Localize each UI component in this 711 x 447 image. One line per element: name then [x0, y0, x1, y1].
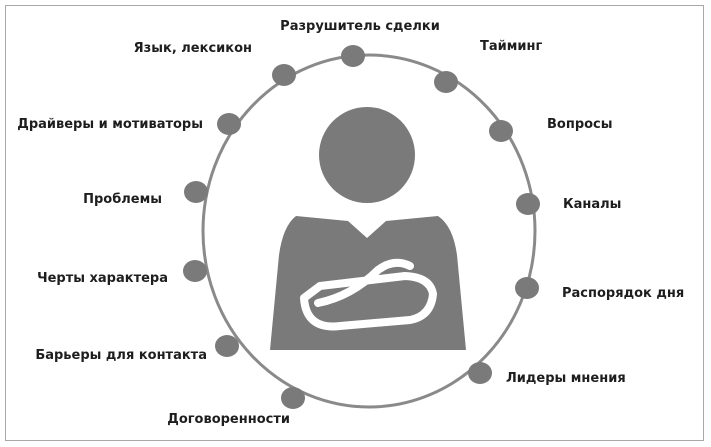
person-head: [319, 107, 415, 203]
node-label-language-lexicon: Язык, лексикон: [134, 41, 252, 56]
node-dot-drivers-motivators: [217, 113, 241, 135]
node-dot-channels: [516, 193, 540, 215]
node-label-opinion-leaders: Лидеры мнения: [506, 371, 626, 386]
node-label-contact-barriers: Барьеры для контакта: [35, 348, 207, 363]
node-label-character-traits: Черты характера: [37, 271, 168, 286]
node-dot-questions: [489, 120, 513, 142]
node-dot-language-lexicon: [272, 64, 296, 86]
node-dot-daily-routine: [515, 277, 539, 299]
node-dot-character-traits: [183, 260, 207, 282]
node-label-questions: Вопросы: [547, 117, 613, 132]
node-label-deal-breaker: Разрушитель сделки: [280, 19, 440, 34]
person-arms-crossed-icon: [270, 107, 466, 350]
node-dot-problems: [184, 181, 208, 203]
diagram-ring: [201, 53, 537, 409]
nodes-layer: Разрушитель сделкиТаймингВопросыКаналыРа…: [17, 19, 684, 427]
node-label-agreements: Договоренности: [167, 412, 290, 427]
crossed-arm-inner: [314, 258, 414, 307]
diagram-frame: [5, 5, 704, 441]
node-label-channels: Каналы: [563, 197, 621, 212]
node-dot-deal-breaker: [341, 45, 365, 67]
node-label-drivers-motivators: Драйверы и мотиваторы: [17, 117, 203, 132]
crossed-arms: [300, 272, 437, 331]
node-label-problems: Проблемы: [83, 192, 162, 207]
node-label-daily-routine: Распорядок дня: [562, 286, 684, 301]
node-dot-contact-barriers: [215, 335, 239, 357]
node-label-timing: Тайминг: [480, 39, 542, 54]
node-dot-agreements: [281, 387, 305, 409]
node-dot-opinion-leaders: [468, 362, 492, 384]
node-dot-timing: [434, 71, 458, 93]
